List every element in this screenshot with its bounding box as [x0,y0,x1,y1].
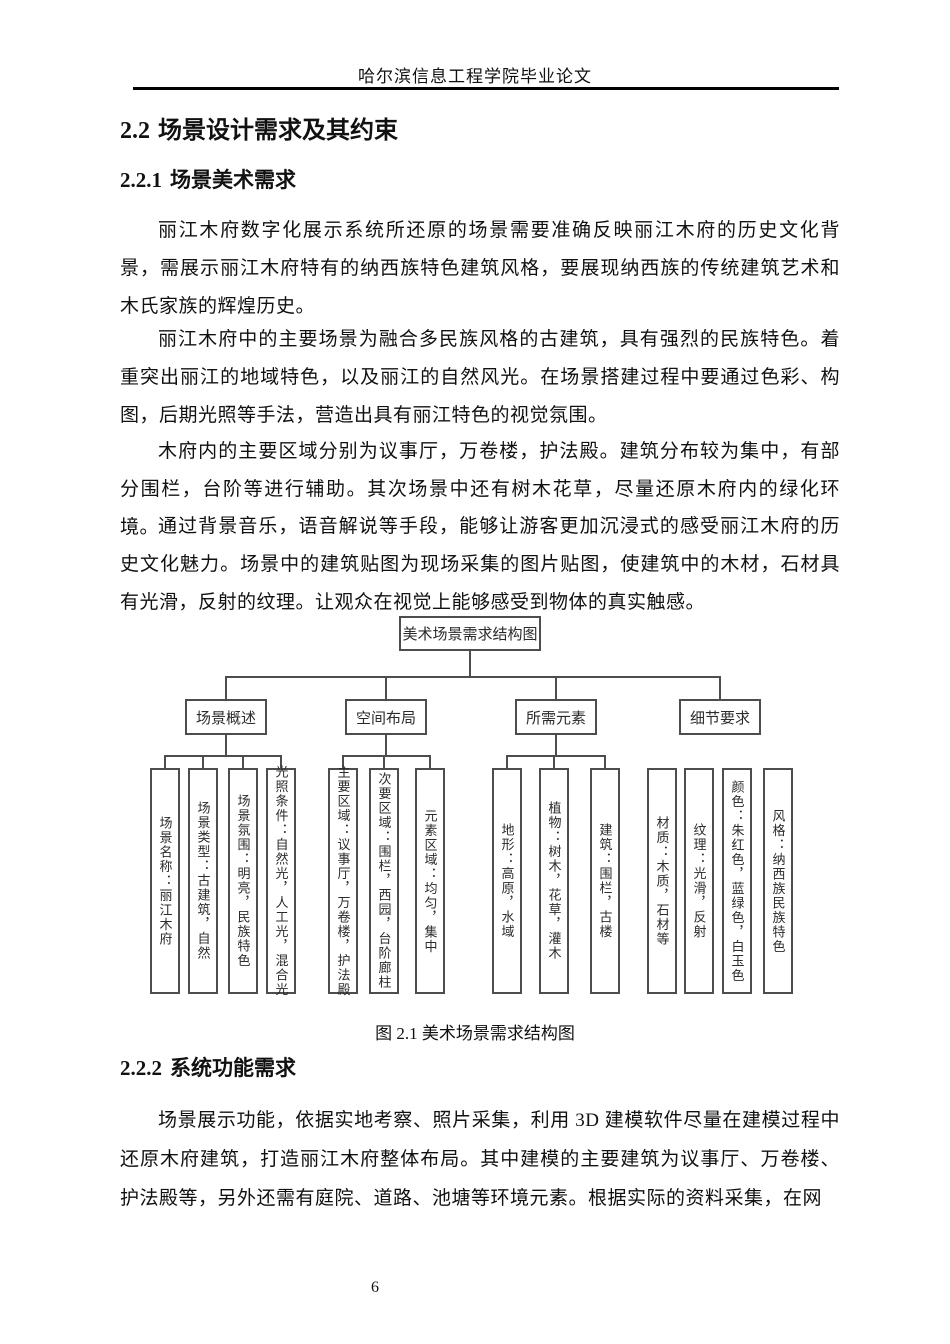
running-header: 哈尔滨信息工程学院毕业论文 [358,67,592,86]
leaf-label: 场景类型：古建筑，自然 [195,801,211,961]
connector-line [553,755,555,769]
section-heading-2-2: 2.2 场景设计需求及其约束 [120,110,398,145]
diagram-branch-box: 所需元素 [515,699,597,735]
diagram-leaf-box: 光照条件：自然光，人工光，混合光 [266,765,296,997]
connector-line [280,755,282,769]
subsection-heading-2-2-1: 2.2.1 场景美术需求 [120,164,296,194]
diagram-leaf-box: 材质：木质，石材等 [647,768,677,994]
connector-line [429,755,431,769]
section-title: 场景美术需求 [170,169,296,192]
diagram-leaf-box: 场景名称：丽江木府 [150,768,180,994]
diagram-leaf-box: 主要区域：议事厅，万卷楼，护法殿 [328,765,358,997]
leaf-label: 光照条件：自然光，人工光，混合光 [273,765,289,997]
figure-caption: 图 2.1 美术场景需求结构图 [375,1024,575,1043]
connector-line [225,676,227,699]
connector-line [202,755,204,769]
connector-line [225,735,227,756]
diagram-leaf-box: 颜色：朱红色，蓝绿色，白玉色 [722,768,752,994]
leaf-label: 纹理：光滑，反射 [691,823,707,939]
diagram-leaf-box: 建筑：围栏，古楼 [590,768,620,994]
diagram-leaf-box: 场景氛围：明亮，民族特色 [228,768,258,994]
leaf-label: 场景氛围：明亮，民族特色 [235,794,251,968]
section-number: 2.2 [120,118,150,144]
connector-line [165,755,281,757]
leaf-label: 次要区域：围栏，西园，台阶廊柱 [376,772,392,990]
diagram-branch-box: 细节要求 [679,699,761,735]
paragraph: 场景展示功能，依据实地考察、照片采集，利用 3D 建模软件尽量在建模过程中还原木… [120,1110,840,1209]
section-number: 2.2.1 [120,168,162,192]
diagram-branch-box: 场景概述 [185,699,267,735]
section-title: 场景设计需求及其约束 [158,117,398,144]
connector-line [555,676,557,699]
header-rule [133,87,839,90]
connector-line [342,755,344,769]
leaf-label: 地形：高原，水域 [499,823,515,939]
diagram-root-box: 美术场景需求结构图 [399,616,541,651]
diagram-leaf-box: 纹理：光滑，反射 [684,768,714,994]
leaf-label: 建筑：围栏，古楼 [597,823,613,939]
section-number: 2.2.2 [120,1056,162,1080]
connector-line [469,651,471,676]
diagram-leaf-box: 元素区域：均匀，集中 [415,768,445,994]
diagram-leaf-box: 场景类型：古建筑，自然 [188,768,218,994]
leaf-label: 风格：纳西族民族特色 [770,808,786,954]
diagram-leaf-box: 地形：高原，水域 [492,768,522,994]
diagram-branch-box: 空间布局 [345,699,427,735]
leaf-label: 元素区域：均匀，集中 [422,808,438,954]
leaf-label: 场景名称：丽江木府 [157,815,173,947]
diagram-leaf-box: 植物：树木，花草，灌木 [539,768,569,994]
paragraph: 木府内的主要区域分别为议事厅，万卷楼，护法殿。建筑分布较为集中，有部分围栏，台阶… [120,441,840,538]
diagram-leaf-box: 次要区域：围栏，西园，台阶廊柱 [369,768,399,994]
section-title: 系统功能需求 [170,1057,296,1080]
leaf-label: 材质：木质，石材等 [654,815,670,947]
paragraph: 丽江木府数字化展示系统所还原的场景需要准确反映丽江木府的历史文化背景，需展示丽江… [120,220,840,317]
connector-line [507,755,605,757]
connector-line [604,755,606,769]
connector-line [385,735,387,756]
diagram-leaf-box: 风格：纳西族民族特色 [763,768,793,994]
leaf-label: 颜色：朱红色，蓝绿色，白玉色 [729,779,745,983]
connector-line [225,676,721,678]
connector-line [242,755,244,769]
page-number: 6 [371,1279,379,1296]
connector-line [719,676,721,699]
connector-line [383,755,385,769]
leaf-label: 植物：树木，花草，灌木 [546,801,562,961]
connector-line [385,676,387,699]
subsection-heading-2-2-2: 2.2.2 系统功能需求 [120,1052,296,1082]
paragraph: 丽江木府中的主要场景为融合多民族风格的古建筑，具有强烈的民族特色。着重突出丽江的… [120,329,840,426]
connector-line [555,735,557,756]
connector-line [506,755,508,769]
leaf-label: 主要区域：议事厅，万卷楼，护法殿 [335,765,351,997]
connector-line [343,755,430,757]
connector-line [164,755,166,769]
paragraph: 通过背景音乐，语音解说等手段，能够让游客更加沉浸式的感受丽江木府的历史文化魅力。… [120,516,840,613]
